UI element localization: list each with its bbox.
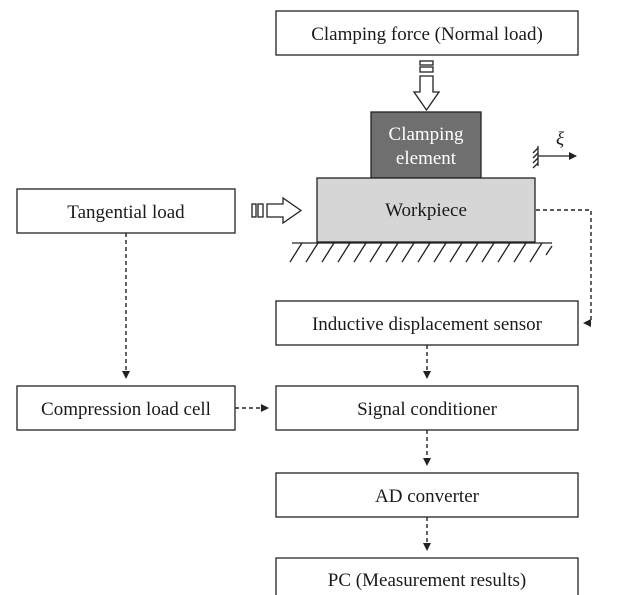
clamping-element: Clamping element bbox=[370, 111, 482, 179]
displacement-sensor-box: Inductive displacement sensor bbox=[275, 300, 579, 346]
clamping-element-label-line2: element bbox=[396, 148, 457, 169]
workpiece-label: Workpiece bbox=[385, 200, 467, 221]
compression-load-cell-box: Compression load cell bbox=[16, 385, 236, 431]
ad-converter-label: AD converter bbox=[375, 486, 480, 507]
ground-hatching-icon bbox=[289, 242, 553, 263]
displacement-coordinate-icon: ξ bbox=[532, 129, 577, 169]
signal-conditioner-label: Signal conditioner bbox=[357, 399, 498, 420]
clamping-force-label: Clamping force (Normal load) bbox=[311, 24, 543, 45]
clamping-force-box: Clamping force (Normal load) bbox=[275, 10, 579, 56]
clamping-element-label-line1: Clamping bbox=[389, 124, 464, 145]
tangential-load-label: Tangential load bbox=[67, 202, 185, 223]
compression-load-cell-label: Compression load cell bbox=[41, 399, 211, 420]
pc-box: PC (Measurement results) bbox=[275, 557, 579, 595]
pc-label: PC (Measurement results) bbox=[328, 570, 526, 591]
connector-workpiece-to-sensor bbox=[536, 209, 592, 327]
signal-conditioner-box: Signal conditioner bbox=[275, 385, 579, 431]
normal-load-arrow-icon bbox=[412, 60, 441, 112]
workpiece: Workpiece bbox=[316, 177, 536, 243]
displacement-sensor-label: Inductive displacement sensor bbox=[312, 314, 543, 335]
xi-symbol: ξ bbox=[556, 129, 565, 150]
tangential-load-box: Tangential load bbox=[16, 188, 236, 234]
ad-converter-box: AD converter bbox=[275, 472, 579, 518]
tangential-load-arrow-icon bbox=[251, 196, 303, 225]
